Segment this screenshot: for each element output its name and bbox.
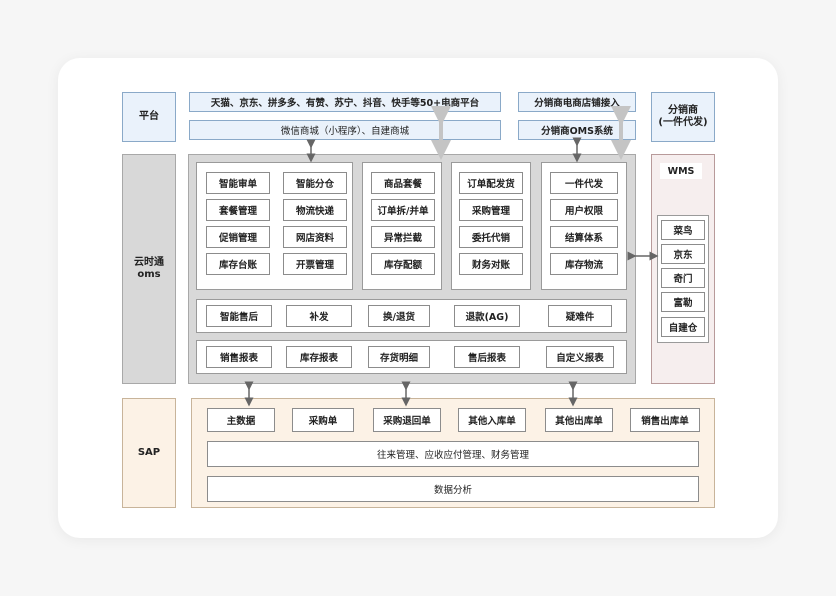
sap-document-box: 销售出库单 — [630, 408, 700, 432]
oms-label: 云时通 oms — [122, 154, 176, 384]
sap-document-box: 采购退回单 — [373, 408, 441, 432]
oms-aftersales-box: 补发 — [286, 305, 352, 327]
platform-label: 平台 — [122, 92, 176, 142]
wechat-mall-box: 微信商城（小程序）、自建商城 — [189, 120, 501, 140]
sap-document-box: 主数据 — [207, 408, 275, 432]
sap-label: SAP — [122, 398, 176, 508]
oms-module-box: 开票管理 — [283, 253, 347, 275]
oms-module-box: 财务对账 — [459, 253, 523, 275]
oms-module-box: 网店资料 — [283, 226, 347, 248]
distributor-store-box: 分销商电商店铺接入 — [518, 92, 636, 112]
sap-document-box: 其他入库单 — [458, 408, 526, 432]
oms-module-box: 物流快递 — [283, 199, 347, 221]
sap-document-box: 其他出库单 — [545, 408, 613, 432]
oms-module-box: 智能分仓 — [283, 172, 347, 194]
oms-module-box: 一件代发 — [550, 172, 618, 194]
oms-aftersales-box: 退款(AG) — [454, 305, 520, 327]
oms-module-box: 采购管理 — [459, 199, 523, 221]
oms-aftersales-box: 疑难件 — [548, 305, 612, 327]
wms-warehouse-box: 菜鸟 — [661, 220, 705, 240]
oms-module-box: 智能审单 — [206, 172, 270, 194]
sap-analytics-box: 数据分析 — [207, 476, 699, 502]
oms-module-box: 结算体系 — [550, 226, 618, 248]
oms-report-box: 销售报表 — [206, 346, 272, 368]
ecommerce-platforms-box: 天猫、京东、拼多多、有赞、苏宁、抖音、快手等50+电商平台 — [189, 92, 501, 112]
oms-report-box: 售后报表 — [454, 346, 520, 368]
oms-module-box: 订单配发货 — [459, 172, 523, 194]
oms-module-box: 套餐管理 — [206, 199, 270, 221]
oms-module-box: 商品套餐 — [371, 172, 435, 194]
sap-finance-box: 往来管理、应收应付管理、财务管理 — [207, 441, 699, 467]
oms-report-box: 自定义报表 — [546, 346, 614, 368]
wms-warehouse-box: 自建仓 — [661, 317, 705, 337]
oms-module-box: 委托代销 — [459, 226, 523, 248]
oms-module-box: 订单拆/并单 — [371, 199, 435, 221]
wms-label: WMS — [660, 163, 702, 179]
oms-module-box: 促销管理 — [206, 226, 270, 248]
wms-warehouse-box: 富勒 — [661, 292, 705, 312]
oms-report-box: 库存报表 — [286, 346, 352, 368]
oms-module-box: 异常拦截 — [371, 226, 435, 248]
distributor-label: 分销商 (一件代发) — [651, 92, 715, 142]
oms-module-box: 库存配额 — [371, 253, 435, 275]
wms-warehouse-box: 奇门 — [661, 268, 705, 288]
wms-warehouse-box: 京东 — [661, 244, 705, 264]
oms-module-box: 库存台账 — [206, 253, 270, 275]
oms-report-box: 存货明细 — [368, 346, 430, 368]
oms-aftersales-box: 换/退货 — [368, 305, 430, 327]
sap-document-box: 采购单 — [292, 408, 354, 432]
oms-aftersales-box: 智能售后 — [206, 305, 272, 327]
oms-module-box: 用户权限 — [550, 199, 618, 221]
oms-module-box: 库存物流 — [550, 253, 618, 275]
